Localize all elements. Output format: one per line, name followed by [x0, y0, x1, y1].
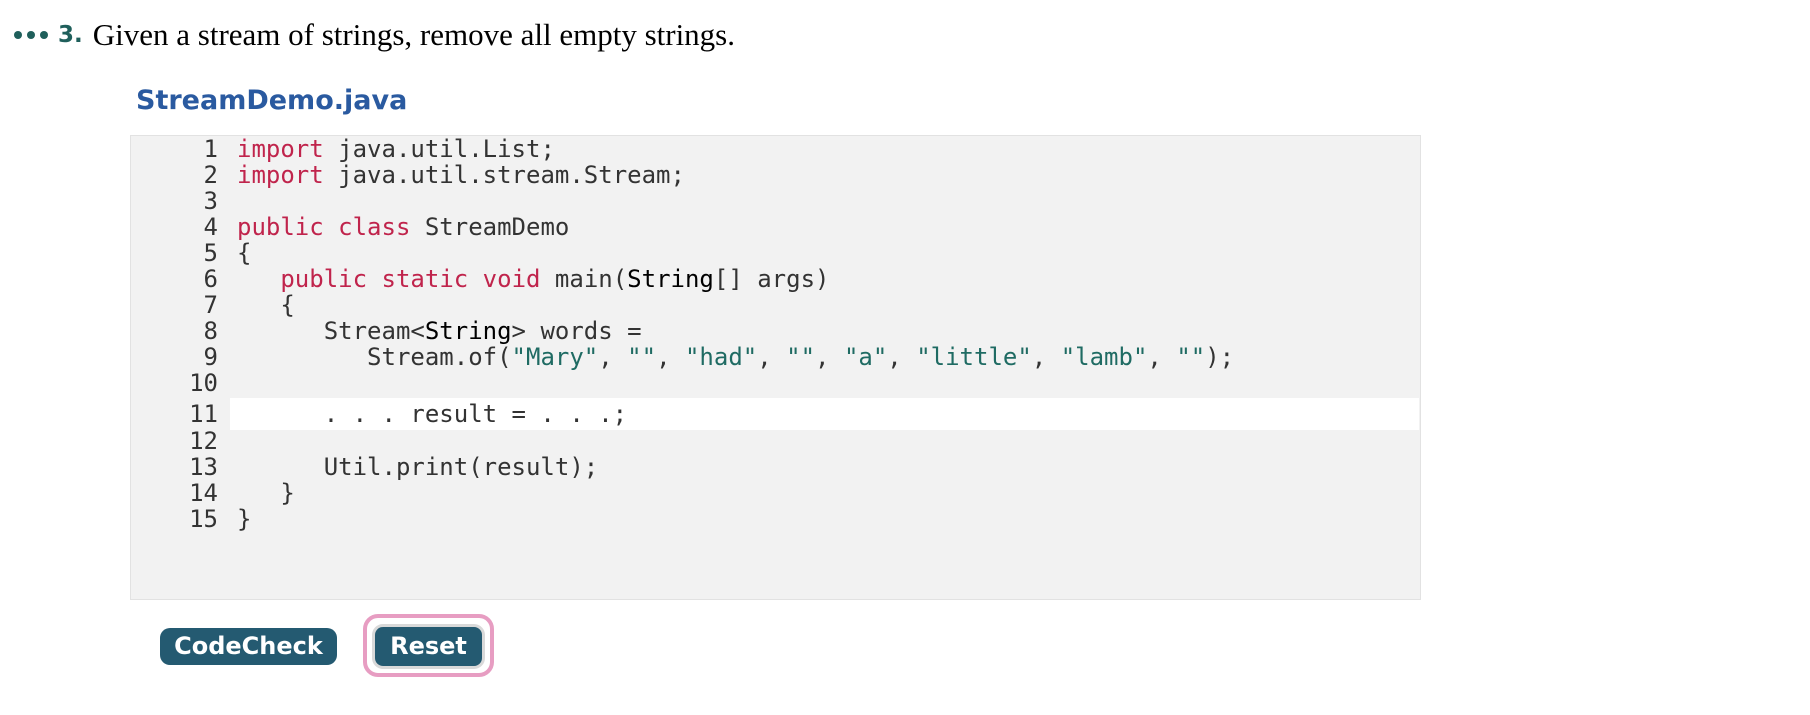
code-text[interactable]: . . . result = . . .;	[237, 398, 627, 430]
code-token: }	[237, 479, 295, 507]
code-line: 13 Util.print(result);	[131, 452, 1420, 482]
reset-button[interactable]: Reset	[375, 627, 482, 666]
string-token: "a"	[843, 343, 888, 371]
code-token: ,	[1031, 343, 1061, 371]
code-line: 6 public static void main(String[] args)	[131, 264, 1420, 294]
line-number: 12	[189, 427, 218, 455]
code-text: Util.print(result);	[237, 452, 599, 482]
code-token: ,	[887, 343, 917, 371]
line-number: 10	[189, 369, 218, 397]
code-token: [] args)	[713, 265, 830, 293]
line-number: 2	[203, 161, 218, 189]
code-token: ,	[757, 343, 787, 371]
line-number: 4	[203, 213, 218, 241]
string-token: "had"	[684, 343, 758, 371]
code-token: ,	[815, 343, 844, 371]
line-number: 3	[203, 187, 218, 215]
keyword-token: public	[280, 265, 368, 293]
file-name: StreamDemo.java	[136, 85, 408, 116]
code-token: StreamDemo	[410, 213, 570, 241]
string-token: ""	[627, 343, 657, 371]
string-token: "Mary"	[511, 343, 599, 371]
code-line: 15}	[131, 504, 1420, 534]
code-text: }	[237, 478, 295, 508]
string-token: "little"	[916, 343, 1032, 371]
type-token: String	[424, 317, 512, 345]
code-text: Stream.of("Mary", "", "had", "", "a", "l…	[237, 342, 1234, 372]
code-token: );	[1205, 343, 1235, 371]
code-token: ,	[598, 343, 628, 371]
code-text: import java.util.List;	[237, 134, 555, 164]
code-text: public static void main(String[] args)	[237, 264, 829, 294]
line-number: 1	[203, 135, 218, 163]
type-token: String	[627, 265, 714, 293]
code-token: . . . result = . . .;	[237, 400, 628, 428]
keyword-token: import	[237, 135, 324, 163]
dot	[27, 31, 35, 39]
editable-region[interactable]	[230, 398, 1419, 430]
code-line: 12	[131, 426, 1420, 456]
code-token	[324, 213, 338, 241]
keyword-token: public	[237, 213, 324, 241]
code-token: ,	[1147, 343, 1177, 371]
line-number: 14	[189, 479, 218, 507]
code-editor: 1 import java.util.List; 2 import java.util…	[130, 135, 1421, 600]
code-token: ,	[656, 343, 685, 371]
code-token: java.util.List;	[323, 135, 555, 163]
code-token: {	[237, 239, 252, 267]
code-token: > words =	[511, 317, 642, 345]
code-token	[468, 265, 482, 293]
code-line: 7 {	[131, 290, 1420, 320]
code-line: 5{	[131, 238, 1420, 268]
line-number: 15	[189, 505, 218, 533]
code-line: 3	[131, 186, 1420, 216]
keyword-token: static	[381, 265, 469, 293]
line-number: 9	[203, 343, 218, 371]
code-text: {	[237, 238, 251, 268]
string-token: ""	[1176, 343, 1206, 371]
code-line: 14 }	[131, 478, 1420, 508]
string-token: "lamb"	[1060, 343, 1148, 371]
code-line: 4 public class StreamDemo	[131, 212, 1420, 242]
code-text: import java.util.stream.Stream;	[237, 160, 685, 190]
line-number: 13	[189, 453, 218, 481]
code-token: }	[237, 505, 252, 533]
code-line: 9 Stream.of("Mary", "", "had", "", "a", …	[131, 342, 1420, 372]
question-text: Given a stream of strings, remove all em…	[92, 17, 736, 52]
line-number: 8	[203, 317, 218, 345]
code-line: 2 import java.util.stream.Stream;	[131, 160, 1420, 190]
keyword-token: class	[338, 213, 411, 241]
code-text: }	[237, 504, 251, 534]
code-line: 10	[131, 368, 1420, 398]
line-number: 6	[203, 265, 218, 293]
ellipsis-dots-icon[interactable]	[14, 31, 48, 39]
code-token	[237, 265, 280, 293]
code-text: public class StreamDemo	[237, 212, 569, 242]
line-number: 7	[203, 291, 218, 319]
code-text: Stream<String> words =	[237, 316, 642, 346]
code-token	[367, 265, 381, 293]
code-token: main(	[540, 265, 628, 293]
code-token: {	[237, 291, 295, 319]
string-token: ""	[786, 343, 816, 371]
code-text: {	[237, 290, 295, 320]
question-header: 3. Given a stream of strings, remove all…	[14, 12, 735, 58]
line-number: 11	[189, 400, 218, 428]
keyword-token: import	[237, 161, 324, 189]
line-number: 5	[203, 239, 218, 267]
dot	[14, 31, 22, 39]
dot	[40, 31, 48, 39]
code-token: Util.print(result);	[237, 453, 599, 481]
editable-code-line[interactable]: 11 . . . result = . . .;	[131, 398, 1420, 430]
code-line: 1 import java.util.List;	[131, 134, 1420, 164]
code-token: Stream<	[237, 317, 425, 345]
codecheck-button[interactable]: CodeCheck	[160, 628, 337, 665]
code-token: Stream.of(	[237, 343, 512, 371]
code-token: java.util.stream.Stream;	[323, 161, 685, 189]
question-number: 3.	[58, 22, 83, 48]
code-line: 8 Stream<String> words =	[131, 316, 1420, 346]
reset-focus-ring	[363, 614, 494, 677]
keyword-token: void	[482, 265, 541, 293]
